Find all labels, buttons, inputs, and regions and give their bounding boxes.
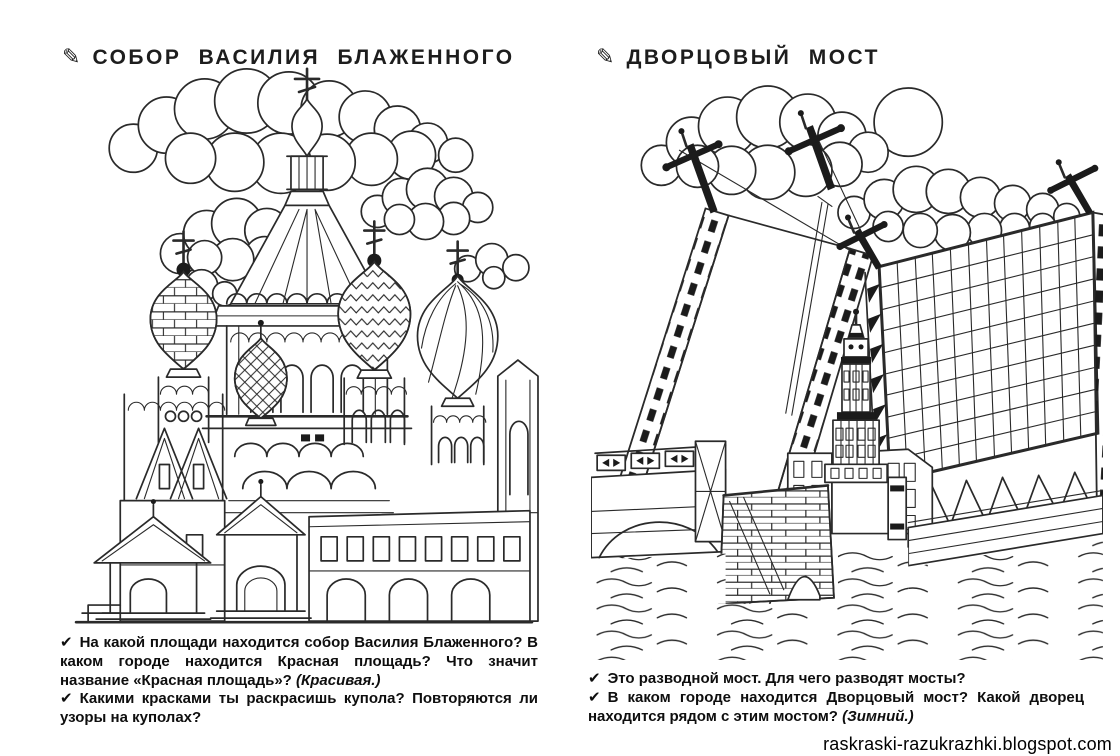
page-title-cathedral: ✎ СОБОР ВАСИЛИЯ БЛАЖЕННОГО xyxy=(62,44,515,71)
bridge-illustration xyxy=(591,85,1103,660)
lamp-post xyxy=(662,128,723,214)
brick-onion-dome xyxy=(149,230,218,444)
kokoshnik-gables xyxy=(224,434,394,514)
question-item: ✔В каком городе находится Дворцовый мост… xyxy=(588,689,1084,727)
question-text: Какими красками ты раскрасишь купола? По… xyxy=(60,690,538,727)
zigzag-onion-dome xyxy=(337,220,412,446)
checkmark-icon: ✔ xyxy=(60,634,73,651)
question-item: ✔Какими красками ты раскрасишь купола? П… xyxy=(60,690,538,728)
clouds xyxy=(108,68,530,315)
grating-grid xyxy=(879,216,1099,478)
lamp-post xyxy=(784,110,845,191)
lamp-post xyxy=(836,214,888,270)
lattice-onion-dome xyxy=(233,319,288,427)
question-text: Это разводной мост. Для чего разводят мо… xyxy=(607,670,966,687)
question-item: ✔ Это разводной мост. Для чего разводят м… xyxy=(588,670,1084,689)
watermark-url: raskraski-razukrazhki.blogspot.com xyxy=(823,734,1112,754)
gabled-drum xyxy=(123,393,228,502)
title-text: ДВОРЦОВЫЙ МОСТ xyxy=(626,46,881,70)
cathedral-illustration xyxy=(74,67,539,624)
right-embankment xyxy=(887,476,1103,567)
bridge-pier xyxy=(718,484,835,605)
question-text: На какой площади находится собор Василия… xyxy=(60,634,538,689)
river-water xyxy=(591,535,1103,660)
lamp-post xyxy=(1047,159,1099,215)
pencil-icon: ✎ xyxy=(62,44,81,70)
left-embankment xyxy=(591,440,727,559)
question-answer: (Красивая.) xyxy=(296,671,381,689)
entrance-porches xyxy=(93,479,312,620)
sun xyxy=(873,87,944,158)
title-text: СОБОР ВАСИЛИЯ БЛАЖЕННОГО xyxy=(92,46,515,70)
swirl-onion-dome xyxy=(416,240,499,466)
question-text: В каком городе находится Дворцовый мост?… xyxy=(588,688,1084,725)
question-answer: (Зимний.) xyxy=(842,707,914,725)
checkmark-icon: ✔ xyxy=(588,688,601,706)
checkmark-icon: ✔ xyxy=(588,670,601,687)
page-title-bridge: ✎ ДВОРЦОВЫЙ МОСТ xyxy=(596,44,881,71)
pencil-icon: ✎ xyxy=(596,44,615,70)
checkmark-icon: ✔ xyxy=(60,690,73,708)
questions-bridge: ✔ Это разводной мост. Для чего разводят м… xyxy=(588,670,1084,726)
question-item: ✔На какой площади находится собор Васили… xyxy=(60,634,538,690)
questions-cathedral: ✔На какой площади находится собор Васили… xyxy=(60,634,538,728)
kunstkamera-tower xyxy=(824,308,888,484)
right-bascule-leaf xyxy=(836,159,1103,535)
